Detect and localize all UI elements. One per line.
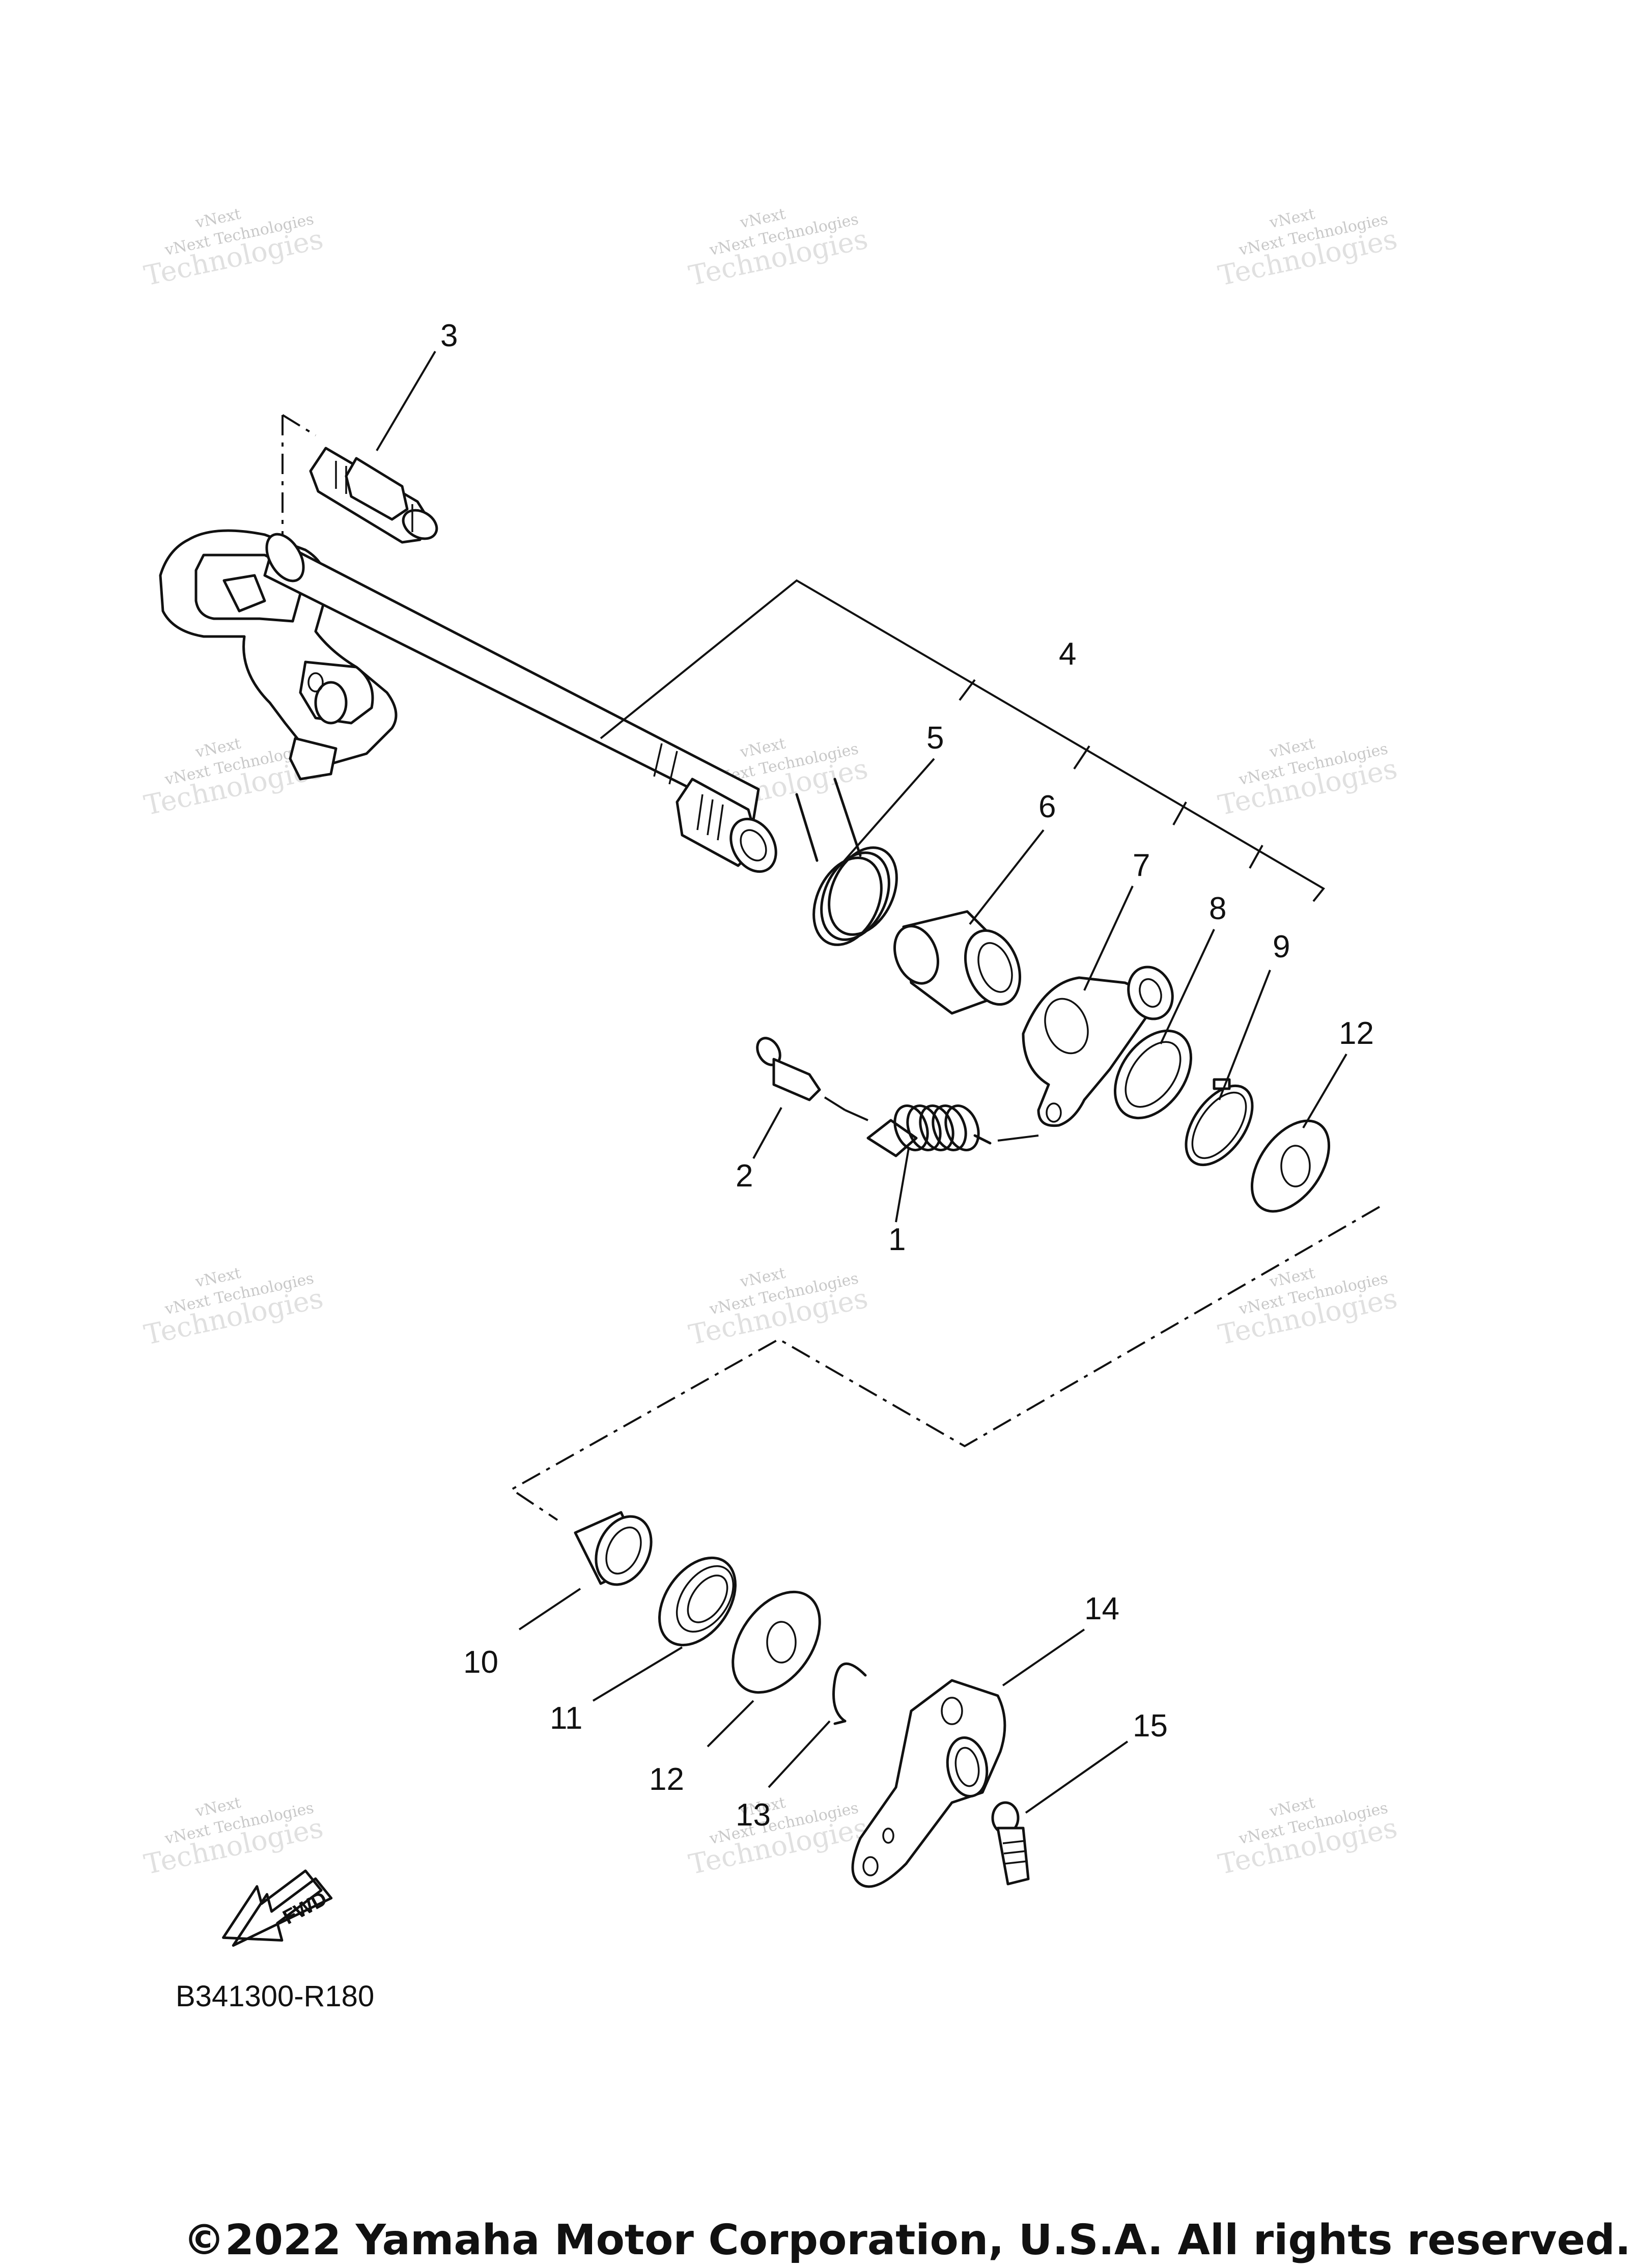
watermark: vNext vNext Technologies Technologies bbox=[686, 205, 871, 292]
callout-6: 6 bbox=[1038, 789, 1056, 824]
callout-12-upper: 12 bbox=[1339, 1016, 1374, 1051]
callout-2: 2 bbox=[736, 1158, 753, 1194]
assembly-line-bolt-top bbox=[282, 414, 317, 436]
callout-12-lower: 12 bbox=[649, 1762, 684, 1797]
callout-14: 14 bbox=[1084, 1591, 1119, 1626]
part-14-shift-arm bbox=[851, 1679, 1006, 1888]
exploded-parts-diagram: vNext vNext Technologies Technologies vN… bbox=[142, 205, 1400, 2013]
part-2-pin bbox=[756, 1037, 846, 1111]
part-8-washer bbox=[1114, 1029, 1192, 1120]
callout-1: 1 bbox=[888, 1222, 906, 1257]
callout-10: 10 bbox=[463, 1645, 498, 1680]
part-15-bolt bbox=[991, 1801, 1030, 1886]
watermark: vNext vNext Technologies Technologies bbox=[1216, 1794, 1400, 1881]
callout-4: 4 bbox=[1059, 637, 1076, 672]
watermark: vNext vNext Technologies Technologies bbox=[1216, 205, 1400, 292]
part-12-washer-lower bbox=[732, 1590, 821, 1694]
part-7-lever bbox=[1022, 965, 1174, 1127]
part-9-circlip bbox=[1185, 1078, 1254, 1167]
part-3-stud-bolt bbox=[309, 447, 438, 544]
callout-7: 7 bbox=[1133, 848, 1150, 883]
part-11-bearing bbox=[658, 1556, 737, 1647]
callout-9: 9 bbox=[1273, 929, 1290, 964]
part-1-spring bbox=[845, 1104, 1039, 1157]
watermark: vNext vNext Technologies Technologies bbox=[686, 1794, 871, 1881]
watermark: vNext vNext Technologies Technologies bbox=[142, 1794, 326, 1881]
part-12-washer-upper bbox=[1250, 1119, 1331, 1213]
callout-8: 8 bbox=[1209, 891, 1226, 926]
watermark: vNext vNext Technologies Technologies bbox=[142, 1264, 326, 1351]
group-bracket-part-4 bbox=[600, 579, 1326, 902]
copyright-notice: ©2022 Yamaha Motor Corporation, U.S.A. A… bbox=[183, 2216, 1631, 2264]
callout-15: 15 bbox=[1133, 1708, 1168, 1744]
callout-11: 11 bbox=[550, 1701, 582, 1736]
assembly-lines bbox=[282, 414, 1380, 1521]
fwd-arrow-icon: FWD bbox=[222, 1869, 333, 1947]
watermark: vNext vNext Technologies Technologies bbox=[686, 1264, 871, 1351]
watermark: vNext vNext Technologies Technologies bbox=[1216, 735, 1400, 822]
watermark: vNext vNext Technologies Technologies bbox=[142, 205, 326, 292]
parts-diagram-page: vNext vNext Technologies Technologies vN… bbox=[141, 205, 1631, 2264]
callout-labels: 1 2 3 4 5 6 7 8 9 10 11 12 12 13 14 15 bbox=[440, 318, 1374, 1833]
callout-5: 5 bbox=[926, 721, 944, 756]
callout-3: 3 bbox=[440, 318, 458, 353]
watermark: vNext vNext Technologies Technologies bbox=[1216, 1264, 1400, 1351]
assembly-line-lower bbox=[510, 1206, 1380, 1521]
part-6-collar bbox=[893, 910, 1022, 1015]
leader-lines bbox=[376, 350, 1347, 1814]
callout-13: 13 bbox=[736, 1797, 771, 1833]
diagram-code: B341300-R180 bbox=[176, 1980, 374, 2013]
part-5-spring bbox=[795, 778, 898, 946]
part-10-bushing bbox=[574, 1511, 653, 1586]
part-13-e-clip bbox=[832, 1662, 867, 1725]
shift-shaft-assembly bbox=[159, 529, 777, 873]
